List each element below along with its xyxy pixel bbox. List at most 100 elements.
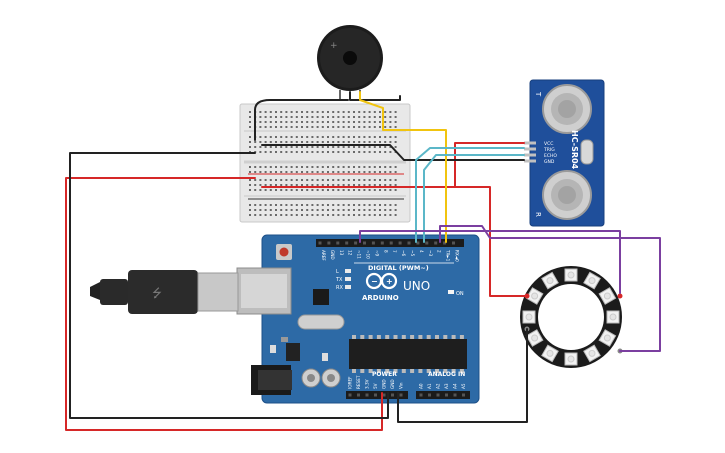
breadboard-hole bbox=[342, 116, 345, 118]
breadboard-hole bbox=[363, 179, 366, 181]
breadboard-hole bbox=[384, 111, 387, 113]
wire-cyan-echo bbox=[423, 154, 525, 243]
breadboard-hole bbox=[373, 214, 376, 216]
arduino-logo: − + bbox=[365, 272, 398, 290]
breadboard-hole bbox=[342, 184, 345, 186]
breadboard-hole bbox=[321, 166, 324, 168]
breadboard-hole bbox=[353, 151, 355, 153]
ic-pin bbox=[393, 369, 398, 373]
breadboard-hole bbox=[311, 204, 314, 206]
breadboard-hole bbox=[327, 184, 329, 186]
breadboard-hole bbox=[306, 204, 309, 206]
ic-pin bbox=[368, 335, 373, 339]
breadboard-hole bbox=[358, 171, 361, 173]
breadboard-hole bbox=[394, 171, 397, 173]
breadboard-hole bbox=[249, 136, 251, 138]
breadboard-hole bbox=[358, 116, 361, 118]
breadboard-hole bbox=[347, 184, 350, 186]
power-pin bbox=[374, 393, 377, 397]
breadboard-hole bbox=[285, 111, 288, 113]
breadboard-hole bbox=[327, 179, 329, 181]
breadboard-hole bbox=[327, 151, 329, 153]
breadboard-hole bbox=[264, 121, 267, 123]
breadboard-hole bbox=[285, 116, 288, 118]
ring-pixel-lens bbox=[609, 313, 617, 321]
analog-pin-label: A0 bbox=[419, 383, 424, 389]
breadboard-hole bbox=[275, 179, 277, 181]
led-label: RX bbox=[336, 285, 343, 291]
breadboard-hole bbox=[306, 214, 309, 216]
breadboard-hole bbox=[368, 151, 371, 153]
ring-pixel-lens bbox=[567, 355, 575, 363]
usb-cable: ⭍ bbox=[90, 270, 239, 314]
breadboard-hole bbox=[316, 116, 319, 118]
breadboard-hole bbox=[379, 146, 381, 148]
breadboard-hole bbox=[379, 209, 381, 211]
breadboard-hole bbox=[347, 151, 350, 153]
breadboard-hole bbox=[306, 126, 309, 128]
wire-red-ring bbox=[261, 186, 528, 297]
breadboard-hole bbox=[249, 204, 251, 206]
breadboard-hole bbox=[301, 184, 303, 186]
breadboard-hole bbox=[342, 146, 345, 148]
breadboard-hole bbox=[321, 126, 324, 128]
breadboard-hole bbox=[379, 204, 381, 206]
breadboard-hole bbox=[316, 204, 319, 206]
breadboard-hole bbox=[321, 141, 324, 143]
breadboard-hole bbox=[332, 126, 335, 128]
breadboard-hole bbox=[249, 166, 251, 168]
breadboard-hole bbox=[373, 184, 376, 186]
arduino-logo-text: ARDUINO bbox=[362, 294, 399, 302]
breadboard-hole bbox=[389, 136, 392, 138]
breadboard-hole bbox=[264, 136, 267, 138]
breadboard-hole bbox=[311, 166, 314, 168]
led-l bbox=[345, 269, 351, 273]
breadboard-hole bbox=[259, 166, 262, 168]
breadboard-hole bbox=[306, 111, 309, 113]
ic-pin bbox=[385, 335, 390, 339]
ic-pin bbox=[418, 369, 423, 373]
analog-pin bbox=[419, 393, 423, 397]
breadboard-hole bbox=[347, 141, 350, 143]
breadboard-hole bbox=[280, 121, 283, 123]
breadboard-hole bbox=[290, 184, 293, 186]
breadboard-hole bbox=[280, 126, 283, 128]
breadboard-hole bbox=[285, 189, 288, 191]
breadboard-hole bbox=[264, 204, 267, 206]
breadboard-hole bbox=[264, 141, 267, 143]
breadboard-hole bbox=[332, 121, 335, 123]
power-pin bbox=[357, 393, 360, 397]
breadboard-hole bbox=[332, 179, 335, 181]
header-pin bbox=[327, 241, 331, 245]
breadboard-hole bbox=[342, 136, 345, 138]
breadboard-hole bbox=[254, 189, 257, 191]
header-pin bbox=[336, 241, 340, 245]
breadboard-hole bbox=[389, 171, 392, 173]
breadboard-hole bbox=[394, 189, 397, 191]
breadboard-hole bbox=[394, 204, 397, 206]
ic-pin bbox=[418, 335, 423, 339]
breadboard-hole bbox=[368, 179, 371, 181]
breadboard-hole bbox=[342, 179, 345, 181]
ring-pixel-lens bbox=[531, 334, 539, 342]
digital-pin-label: 4 bbox=[419, 250, 424, 253]
breadboard-hole bbox=[264, 166, 267, 168]
breadboard-hole bbox=[311, 214, 314, 216]
breadboard bbox=[239, 103, 411, 223]
breadboard-hole bbox=[264, 189, 267, 191]
breadboard-hole bbox=[254, 214, 257, 216]
breadboard-hole bbox=[311, 209, 314, 211]
breadboard-hole bbox=[280, 116, 283, 118]
breadboard-hole bbox=[301, 141, 303, 143]
breadboard-hole bbox=[254, 141, 257, 143]
breadboard-hole bbox=[259, 126, 262, 128]
breadboard-hole bbox=[275, 184, 277, 186]
power-pin-label: 5V bbox=[373, 383, 378, 389]
breadboard-hole bbox=[363, 189, 366, 191]
breadboard-hole bbox=[368, 166, 371, 168]
breadboard-hole bbox=[384, 116, 387, 118]
breadboard-hole bbox=[275, 151, 277, 153]
power-pin-label: Vin bbox=[399, 382, 404, 389]
